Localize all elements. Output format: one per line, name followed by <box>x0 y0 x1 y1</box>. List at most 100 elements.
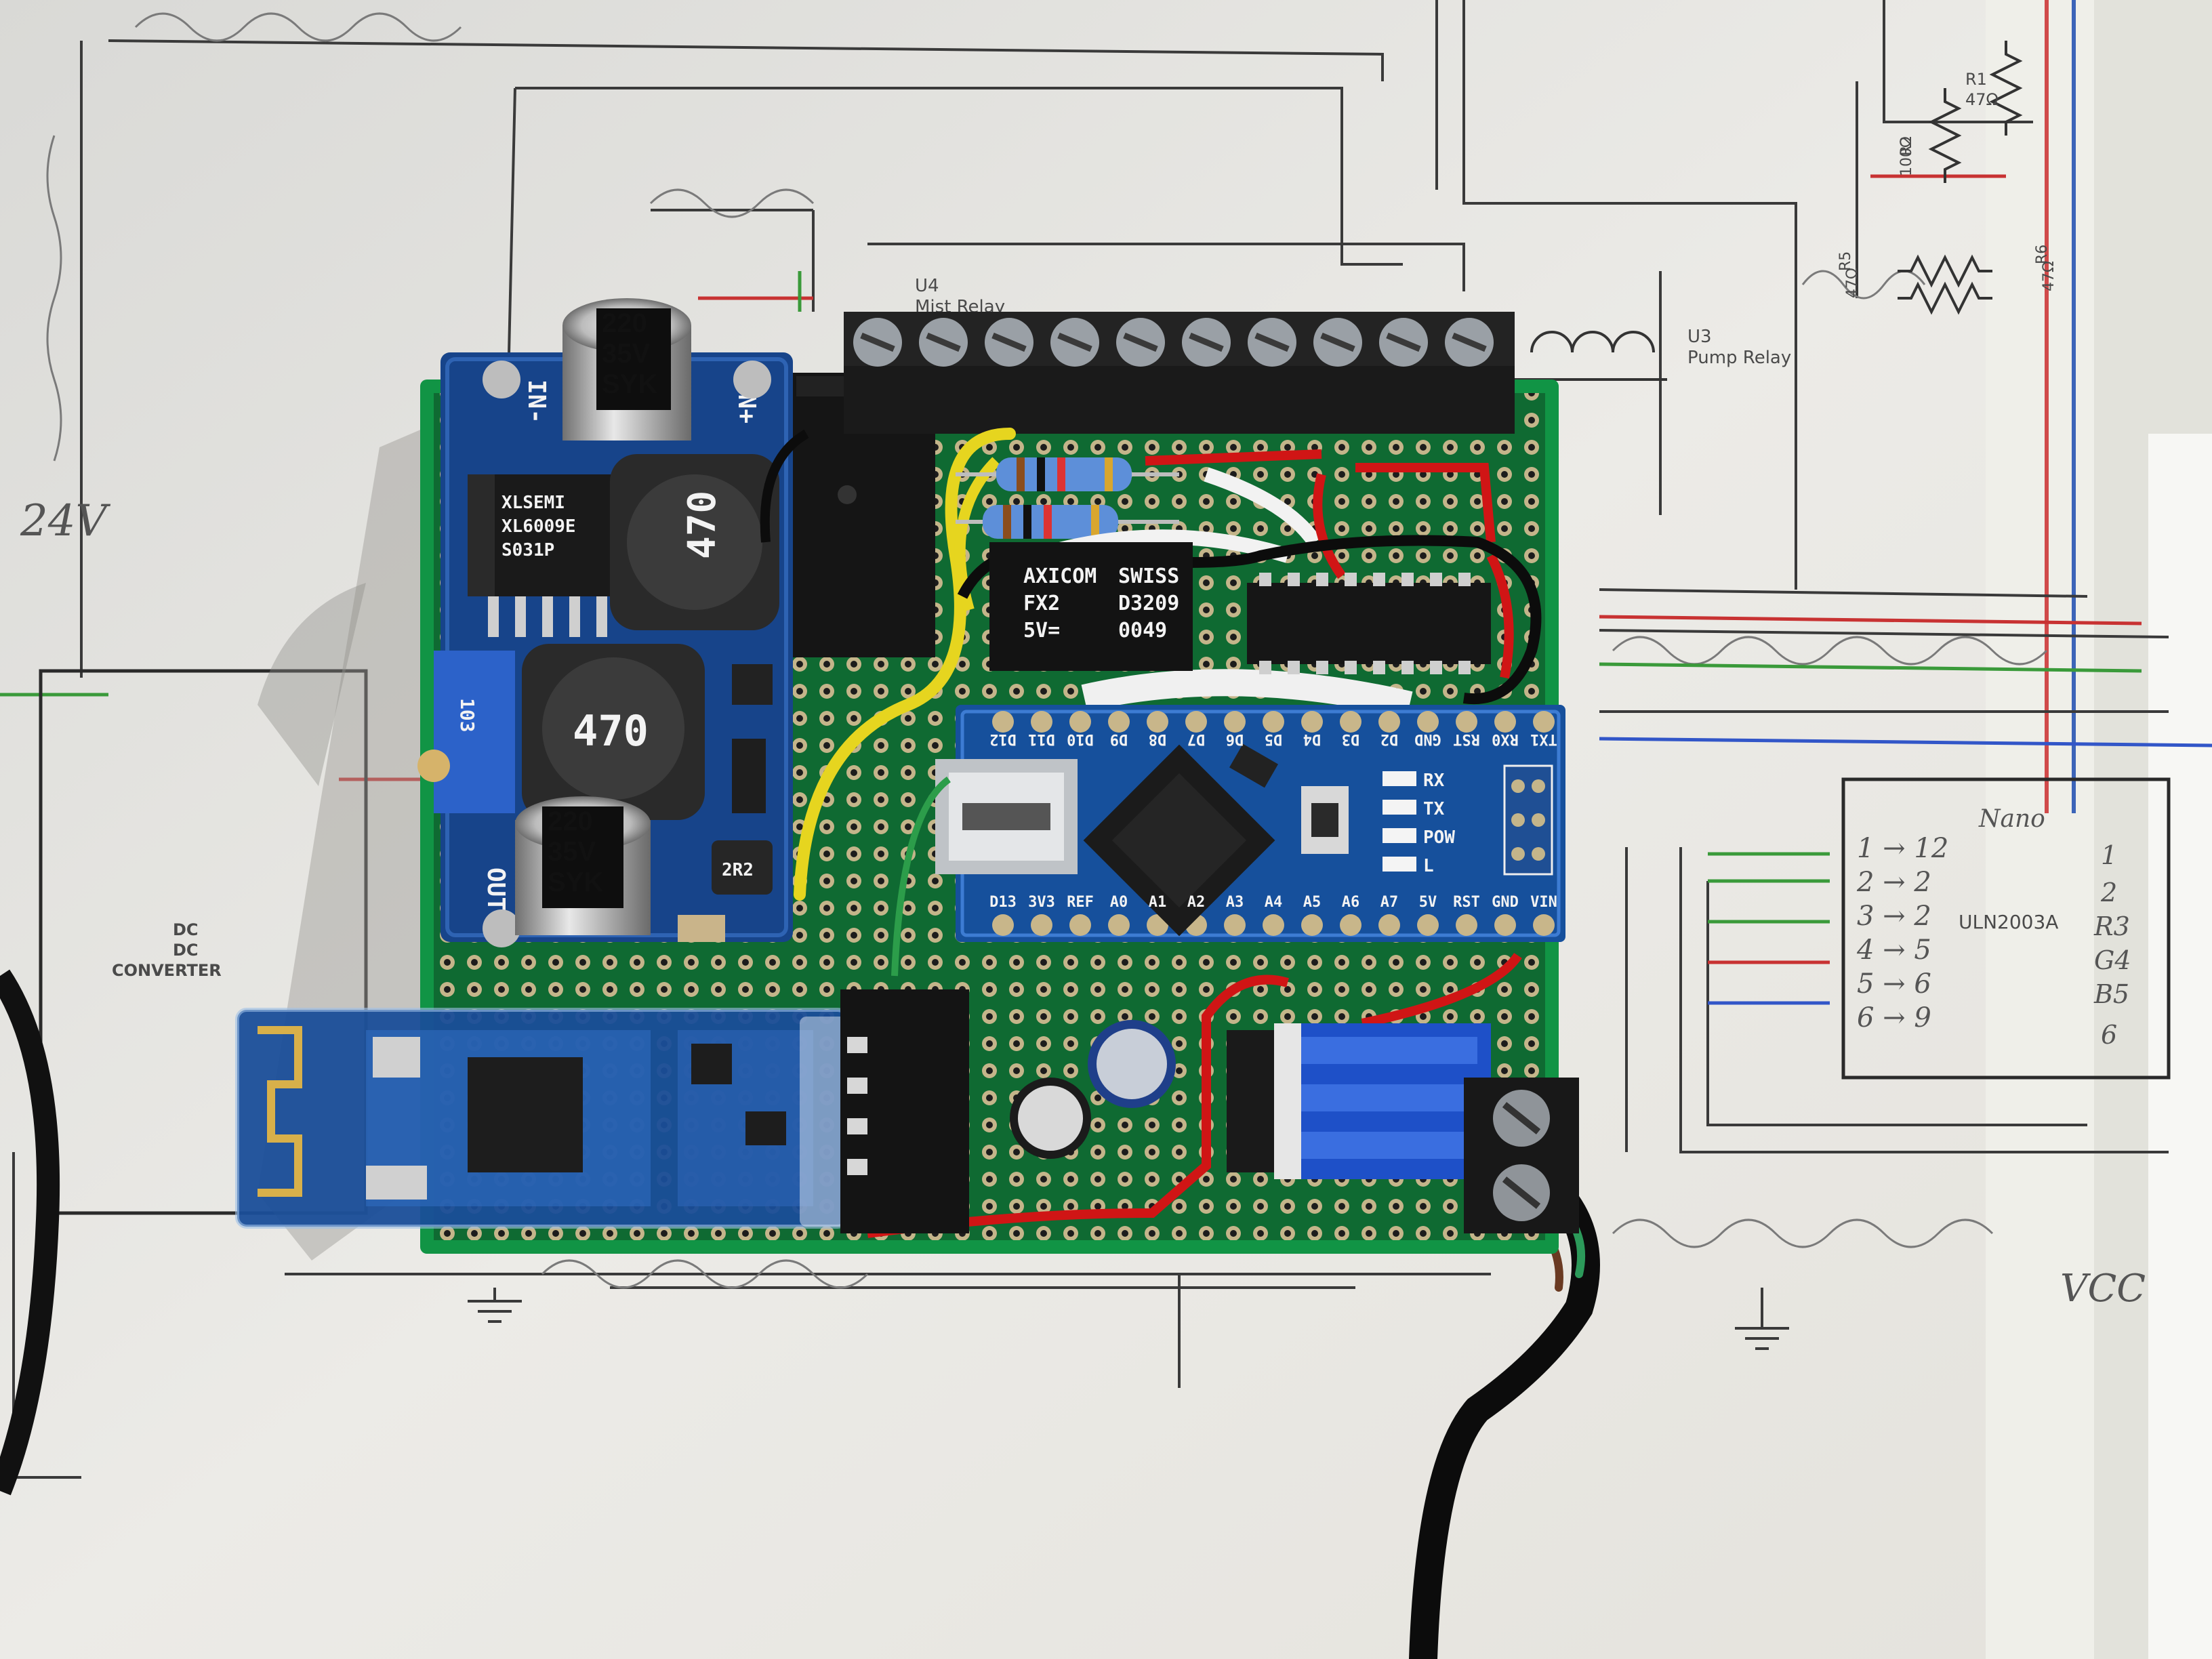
uln-pin-3: R3 <box>2093 912 2130 941</box>
terminal-block-top <box>844 312 1515 434</box>
nano-top-pin <box>1301 711 1323 733</box>
nano-leds: RX TX POW L <box>1382 771 1455 876</box>
nano-bottom-pin <box>1494 914 1516 936</box>
terminal-screw-slot <box>1189 332 1224 352</box>
screw-pad-out-minus <box>483 909 520 947</box>
xl6009-chip: XLSEMI XL6009E S031P <box>468 474 617 637</box>
terminal-screw-slot <box>1254 332 1290 352</box>
dip-pin <box>1430 661 1442 674</box>
arduino-nano: RX TX POW L <box>935 705 1565 942</box>
nano-top-pin <box>1185 711 1207 733</box>
r2-label: R2 <box>1898 136 1915 156</box>
wire-red-2 <box>1313 463 1496 579</box>
terminal-screw-slot <box>926 332 961 352</box>
nano-bottom-pin-label: A0 <box>1110 894 1128 911</box>
nano-top-pin-label: GND <box>1414 731 1441 747</box>
nano-bottom-pin-label: RST <box>1453 894 1480 911</box>
signal-relay-axicom: AXICOM SWISS FX2 D3209 5V= 0049 <box>989 542 1193 671</box>
map-3: 3 → 2 <box>1857 901 1931 932</box>
nano-bottom-pin-label: A4 <box>1265 894 1283 911</box>
screw-pad-in-minus <box>483 361 520 398</box>
wire-white-bundle <box>1081 669 1413 718</box>
r1-label: R1 <box>1965 70 1987 89</box>
nano-top-pin <box>1417 711 1439 733</box>
icsp-header <box>1503 764 1553 876</box>
nano-top-pin-label: D12 <box>989 731 1017 747</box>
cap-top-1: 220 <box>602 308 647 338</box>
terminal-screw-slot <box>1057 332 1092 352</box>
nano-top-pin-label: D8 <box>1149 731 1167 747</box>
nano-bottom-pin-label: VIN <box>1530 894 1557 911</box>
r6-value: 47Ω <box>2041 261 2057 291</box>
terminal-screw-slot <box>1386 332 1421 352</box>
pencil-squiggles <box>46 12 2048 1289</box>
dip-pin <box>1316 661 1328 674</box>
nano-top-pin <box>1031 711 1052 733</box>
uln-pin-1: 1 <box>2101 840 2117 870</box>
nano-bottom-pin-label: A5 <box>1303 894 1322 911</box>
atmega-chip <box>1083 744 1275 937</box>
nano-top-pin-label: RST <box>1453 731 1480 747</box>
voltage-regulator <box>1227 1023 1491 1179</box>
nano-bottom-pin <box>1456 914 1477 936</box>
inductor-bottom-value: 470 <box>573 706 649 756</box>
board-shadow-left <box>258 583 366 786</box>
inductor-top-value: 470 <box>680 491 724 559</box>
terminal-block-bottom <box>1464 1078 1579 1233</box>
wire-red-1 <box>1145 449 1322 466</box>
smd-inductor-2r2: 2R2 <box>712 840 773 895</box>
cap-bottom-1: 220 <box>548 806 593 836</box>
dip-pin <box>1401 661 1414 674</box>
dcdc-module: IN- IN+ OUT- XLSEMI XL6009E S031P 220 35… <box>417 298 793 947</box>
dip-pin <box>1345 661 1357 674</box>
led-pow: POW <box>1423 827 1455 848</box>
terminal-screw-slot <box>1123 332 1158 352</box>
nano-bottom-pin <box>1301 914 1323 936</box>
map-2: 2 → 2 <box>1856 867 1931 898</box>
uln-label: ULN2003A <box>1959 911 2058 933</box>
wire-green <box>891 776 951 977</box>
nano-bottom-pin <box>1378 914 1400 936</box>
wire-red-right <box>1361 952 1522 1028</box>
nano-top-pin-label: D9 <box>1110 731 1128 747</box>
dip-pin <box>1430 573 1442 586</box>
dip-pin <box>1458 661 1471 674</box>
inductor-bottom: 470 <box>522 644 705 820</box>
smd-inductor-value: 2R2 <box>722 860 754 880</box>
nano-bottom-pin-label: REF <box>1067 894 1094 911</box>
in-minus-label: IN- <box>523 380 550 424</box>
dcdc-text-2: DC <box>173 941 199 960</box>
nano-top-pin <box>1494 711 1516 733</box>
dip-pin <box>1373 661 1385 674</box>
dip-pin <box>1401 573 1414 586</box>
nano-bottom-pin <box>1031 914 1052 936</box>
led-l: L <box>1423 856 1434 876</box>
inductor-top: 470 <box>610 454 779 630</box>
nano-top-pin <box>1378 711 1400 733</box>
r5-value: 47Ω <box>1844 268 1861 298</box>
nano-top-pin <box>1456 711 1477 733</box>
dip-pin <box>1316 573 1328 586</box>
nano-top-pin <box>1147 711 1168 733</box>
mini-usb-port <box>935 759 1078 874</box>
cap-top-3: SYK <box>602 369 657 399</box>
nano-top-pin <box>1108 711 1130 733</box>
small-cap-1 <box>1010 1078 1091 1159</box>
nano-top-pin <box>1533 711 1555 733</box>
relay-line-3: FX2 <box>1023 592 1060 615</box>
nano-top-pin <box>992 711 1014 733</box>
uln-schematic-box: Nano ULN2003A 1 → 12 2 → 2 3 → 2 4 → 5 5… <box>1841 777 2171 1080</box>
uln-pin-4: G4 <box>2094 945 2131 975</box>
nano-bottom-pin <box>1340 914 1361 936</box>
nano-bottom-pin <box>1069 914 1091 936</box>
r2-value: 100Ω <box>1898 136 1915 176</box>
relay-line-4: D3209 <box>1118 592 1179 615</box>
cap-top-2: 35V <box>602 339 650 369</box>
relay-line-1: AXICOM <box>1023 565 1097 588</box>
dcdc-text-1: DC <box>173 920 199 939</box>
nano-top-pin <box>1069 711 1091 733</box>
nano-top-pin-label: D6 <box>1226 731 1244 747</box>
dip-pin <box>1345 573 1357 586</box>
nano-top-pin-label: D4 <box>1303 731 1322 747</box>
